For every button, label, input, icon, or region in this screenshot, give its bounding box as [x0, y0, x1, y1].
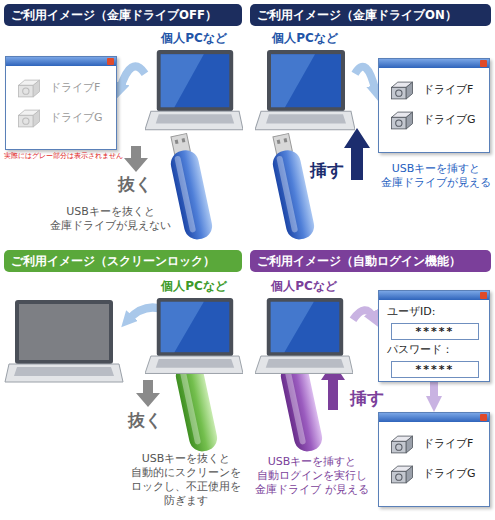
drive-row: ドライブF — [16, 73, 116, 103]
flow-arrow — [430, 382, 438, 402]
drive-name: ドライブF — [50, 81, 100, 95]
close-button — [480, 414, 487, 421]
drive-window: ドライブF ドライブG — [378, 412, 490, 507]
masked-value: ***** — [392, 324, 478, 339]
laptop-svg — [145, 296, 243, 388]
note-text: 実際にはグレー部分は表示されません — [4, 152, 128, 161]
drive-name: ドライブF — [423, 437, 473, 451]
drive-icon-holder — [16, 78, 44, 99]
title-band: ご利用イメージ（自動ログイン機能） — [250, 250, 491, 272]
usb-key — [165, 132, 214, 242]
action-word: 挿す — [350, 388, 384, 408]
insert-arrow — [344, 128, 370, 180]
login-window: ユーザID: パスワード： ***** ***** — [378, 290, 490, 382]
drive-row: ドライブF — [389, 75, 489, 105]
input-field: ***** — [391, 323, 479, 340]
close-button — [480, 292, 487, 299]
usb-key — [267, 132, 316, 242]
field-label: パスワード： — [387, 342, 453, 357]
laptop-svg — [255, 296, 353, 388]
drive-icon-holder — [389, 80, 417, 101]
laptop-svg — [145, 48, 243, 145]
device-label: 個人PCなど — [255, 278, 353, 294]
description: USBキーを抜くと 自動的にスクリーンを ロックし、不正使用を 防ぎます — [125, 452, 247, 508]
masked-value: ***** — [392, 362, 478, 377]
description: USBキーを挿すと 自動ログインを実行し 金庫ドライブ が見える — [253, 455, 371, 497]
drive-window: ドライブF ドライブG — [5, 56, 117, 150]
window-body: ドライブF ドライブG — [379, 413, 489, 489]
locked-laptop — [5, 300, 123, 382]
drive-row: ドライブF — [389, 429, 489, 459]
action-word: 抜く — [128, 410, 162, 430]
window-bar — [379, 59, 489, 68]
laptop: 個人PCなど — [255, 278, 353, 388]
title-text: ご利用イメージ（自動ログイン機能） — [250, 250, 491, 272]
field-label: ユーザID: — [387, 304, 435, 319]
laptop-svg — [255, 48, 355, 145]
drive-window: ドライブF ドライブG — [378, 58, 490, 153]
title-band: ご利用イメージ（スクリーンロック） — [4, 250, 242, 272]
drive-name: ドライブG — [423, 113, 476, 127]
flow-arrow — [353, 310, 374, 320]
input-field: ***** — [391, 361, 479, 378]
laptop-picture — [145, 48, 243, 145]
pull-arrow — [136, 380, 160, 407]
window-bar — [379, 413, 489, 422]
laptop: 個人PCなど — [255, 30, 355, 145]
title-text: ご利用イメージ（スクリーンロック） — [4, 250, 242, 272]
drive-row: ドライブG — [389, 105, 489, 135]
flow-arrow — [355, 67, 376, 91]
device-label: 個人PCなど — [255, 30, 355, 46]
action-word: 挿す — [310, 160, 344, 180]
laptop-picture — [145, 296, 243, 388]
laptop: 個人PCなど — [145, 278, 243, 388]
drive-icon — [16, 78, 42, 99]
laptop-picture — [255, 296, 353, 388]
device-label: 個人PCなど — [145, 278, 243, 294]
drive-icon — [16, 108, 42, 129]
title-text: ご利用イメージ（金庫ドライブON） — [250, 4, 491, 26]
action-word: 抜く — [118, 174, 152, 194]
window-bar — [6, 57, 116, 66]
window-body: ドライブF ドライブG — [379, 59, 489, 135]
drive-icon — [389, 434, 415, 455]
window-bar — [379, 291, 489, 300]
window-body: ドライブF ドライブG — [6, 57, 116, 133]
drive-icon-holder — [389, 464, 417, 485]
flow-arrow — [120, 66, 145, 88]
drive-icon — [389, 464, 415, 485]
drive-row: ドライブG — [389, 459, 489, 489]
laptop: 個人PCなど — [145, 30, 243, 145]
drive-icon — [389, 80, 415, 101]
close-button — [480, 60, 487, 67]
description: USBキーを挿すと 金庫ドライブが見える — [380, 162, 492, 190]
title-band: ご利用イメージ（金庫ドライブOFF） — [4, 4, 242, 26]
close-button — [107, 58, 114, 65]
drive-icon-holder — [389, 434, 417, 455]
drive-name: ドライブG — [50, 111, 103, 125]
drive-name: ドライブF — [423, 83, 473, 97]
title-band: ご利用イメージ（金庫ドライブON） — [250, 4, 491, 26]
laptop-picture — [255, 48, 355, 145]
drive-name: ドライブG — [423, 467, 476, 481]
drive-icon — [389, 110, 415, 131]
drive-row: ドライブG — [16, 103, 116, 133]
title-text: ご利用イメージ（金庫ドライブOFF） — [4, 4, 242, 26]
device-label: 個人PCなど — [145, 30, 243, 46]
description: USBキーを抜くと 金庫ドライブが見えない — [48, 205, 173, 233]
pull-arrow — [124, 146, 148, 172]
drive-icon-holder — [16, 108, 44, 129]
drive-icon-holder — [389, 110, 417, 131]
